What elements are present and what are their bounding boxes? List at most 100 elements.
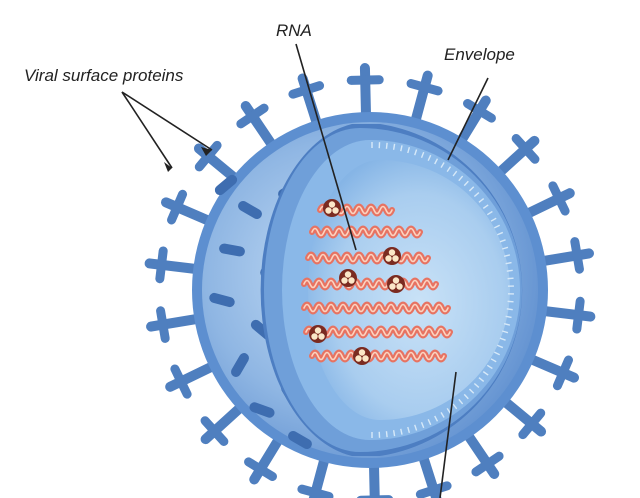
capsid-tick xyxy=(400,145,403,152)
surface-proteins xyxy=(144,63,596,498)
spike xyxy=(490,134,540,181)
capsid-tick xyxy=(502,330,509,334)
capsid-tick xyxy=(502,246,509,250)
spike xyxy=(144,246,207,284)
rna-particle xyxy=(353,347,371,365)
rna-particles xyxy=(309,199,405,365)
capsid-tick xyxy=(427,419,432,426)
capsid-tick xyxy=(506,269,513,272)
spike xyxy=(165,359,223,399)
rna-particle xyxy=(383,247,401,265)
rna-particle xyxy=(339,269,357,287)
rna-strand-highlight xyxy=(311,351,445,361)
rna-strand-highlight xyxy=(305,327,451,337)
capsid-tick xyxy=(473,382,480,388)
rna-particle xyxy=(309,325,327,343)
rna-particle xyxy=(323,199,341,217)
capsid-ticks xyxy=(371,142,514,438)
leader-rna xyxy=(295,43,357,251)
capsid-tick xyxy=(452,403,458,410)
capsid-tick xyxy=(407,426,411,433)
spike xyxy=(533,296,596,334)
capsid-tick xyxy=(490,217,497,222)
rna-strand-highlight xyxy=(303,303,449,313)
rna-strands xyxy=(301,203,453,363)
spike xyxy=(236,101,280,155)
capsid-tick xyxy=(385,431,388,438)
capsid-tick xyxy=(414,424,418,431)
capsid-tick xyxy=(434,158,439,165)
capsid-tick xyxy=(503,254,511,257)
spike xyxy=(460,425,504,479)
membrane-dash xyxy=(249,402,275,418)
leader-surface-1 xyxy=(121,91,173,169)
rna-strand-highlight xyxy=(311,227,421,237)
spike xyxy=(495,393,547,440)
capsid-tick xyxy=(490,358,497,363)
capsid-tick xyxy=(385,142,388,149)
spike xyxy=(532,237,594,274)
capsid-tick xyxy=(452,170,458,177)
spike xyxy=(346,63,384,126)
rna-strand-highlight xyxy=(303,279,437,289)
spike xyxy=(288,73,325,134)
spike xyxy=(356,454,393,498)
capsid-tick xyxy=(506,308,513,311)
capsid-tick xyxy=(486,364,493,370)
spike xyxy=(161,189,219,228)
label-viral-surface-proteins: Viral surface proteins xyxy=(24,66,184,85)
capsid-tick xyxy=(473,192,480,198)
capsid-tick xyxy=(458,398,464,405)
leader-envelope xyxy=(447,77,489,161)
label-rna: RNA xyxy=(276,21,312,40)
capsid-tick xyxy=(392,143,396,150)
capsid-tick xyxy=(420,421,425,429)
capsid-tick xyxy=(505,261,512,265)
capsid-tick xyxy=(497,231,504,236)
capsid-tick xyxy=(478,377,485,382)
membrane-dash xyxy=(231,353,249,377)
capsid-tick xyxy=(468,186,475,192)
label-envelope: Envelope xyxy=(444,45,515,64)
spike xyxy=(415,446,452,498)
capsid-tick xyxy=(446,166,452,173)
rna-particle xyxy=(387,275,405,293)
capsid-tick xyxy=(427,154,432,161)
membrane-dash xyxy=(209,292,235,308)
capsid-tick xyxy=(463,393,469,400)
capsid-tick xyxy=(499,337,506,341)
capsid-tick xyxy=(434,415,439,422)
capsid-tick xyxy=(503,323,511,326)
capsid-tick xyxy=(463,180,469,187)
spike xyxy=(521,352,579,391)
capsid-tick xyxy=(505,315,512,319)
spike xyxy=(406,70,443,131)
membrane-dash xyxy=(219,243,245,257)
capsid-tick xyxy=(494,351,501,356)
capsid-tick xyxy=(497,344,504,349)
spike xyxy=(453,95,496,150)
capsid-tick xyxy=(440,411,445,418)
spike xyxy=(146,306,208,343)
spike xyxy=(244,430,287,485)
capsid-tick xyxy=(482,204,489,209)
membrane-dash xyxy=(238,201,262,219)
capsid-tick xyxy=(440,162,445,169)
arrowhead-surface-2 xyxy=(201,147,212,156)
capsid-tick xyxy=(486,210,493,216)
capsid-tick xyxy=(400,428,403,435)
membrane-dash xyxy=(288,431,312,449)
capsid-tick xyxy=(392,430,396,437)
capsid-tick xyxy=(468,388,475,394)
leader-surface-2 xyxy=(121,91,213,151)
capsid-tick xyxy=(414,149,418,156)
arrowhead-surface-1 xyxy=(164,162,172,172)
capsid-tick xyxy=(478,198,485,203)
spike xyxy=(297,449,334,498)
capsid-tick xyxy=(494,224,501,229)
capsid-tick xyxy=(420,151,425,159)
spike xyxy=(200,399,250,446)
leader-lines xyxy=(121,43,489,498)
rna-strand-highlight xyxy=(307,253,429,263)
